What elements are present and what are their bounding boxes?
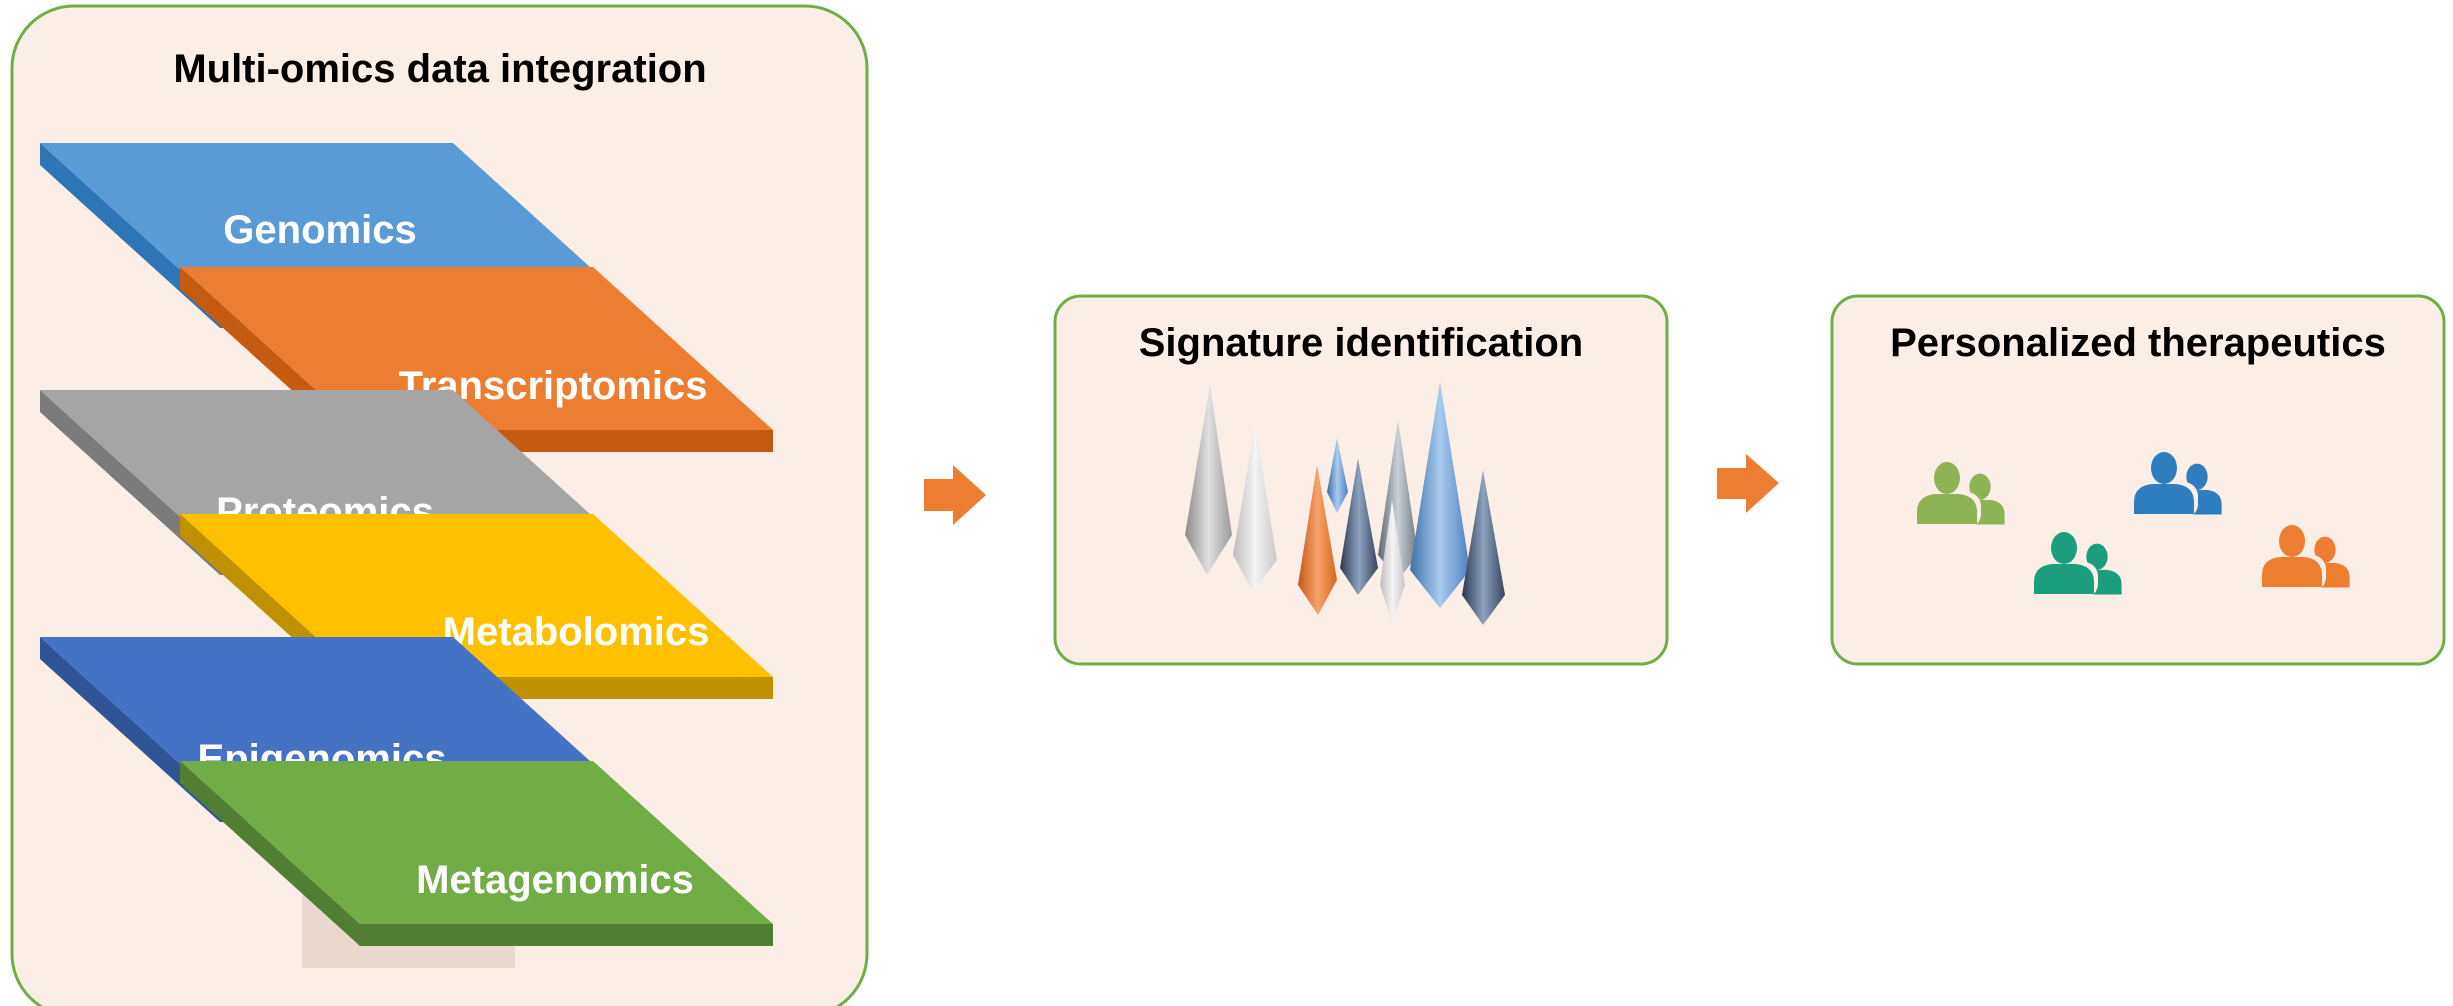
patient-groups xyxy=(1915,449,2350,598)
signature-panel: Signature identification xyxy=(1053,294,1669,666)
right-arrow-icon xyxy=(1717,454,1779,513)
integration-title: Multi-omics data integration xyxy=(173,47,706,91)
layer-transcriptomics: Transcriptomics xyxy=(180,267,773,452)
layer-side-edge xyxy=(40,390,220,575)
layer-top-face xyxy=(180,761,773,924)
layer-side-edge xyxy=(40,637,220,822)
blue-people-icon xyxy=(2132,449,2222,518)
right-arrow-icon xyxy=(924,465,986,525)
layer-top-face xyxy=(180,267,773,430)
layer-top-face xyxy=(40,390,633,553)
green-people-icon xyxy=(1915,459,2005,528)
teal-people-icon xyxy=(2032,529,2122,598)
arrow-to-therapeutics xyxy=(1717,454,1779,513)
layer-label: Metabolomics xyxy=(443,610,710,654)
layer-top-face xyxy=(180,514,773,677)
layer-label: Metagenomics xyxy=(416,858,694,902)
layer-genomics: Genomics xyxy=(40,143,633,328)
omics-layer-stack: GenomicsTranscriptomicsProteomicsMetabol… xyxy=(40,143,773,946)
orange-people-icon xyxy=(2260,522,2350,591)
layer-side-edge xyxy=(180,761,360,946)
layer-side-edge xyxy=(40,143,220,328)
layer-front-edge xyxy=(360,924,773,946)
layer-label: Genomics xyxy=(223,208,416,252)
layer-top-face xyxy=(40,143,633,306)
signature-spikes-graphic xyxy=(1185,382,1505,625)
arrow-to-signature xyxy=(924,465,986,525)
therapeutics-title: Personalized therapeutics xyxy=(1890,321,2386,365)
layer-metagenomics: Metagenomics xyxy=(180,761,773,946)
therapeutics-panel: Personalized therapeutics xyxy=(1830,294,2446,666)
signature-title: Signature identification xyxy=(1139,321,1583,365)
layer-top-face xyxy=(40,637,633,800)
